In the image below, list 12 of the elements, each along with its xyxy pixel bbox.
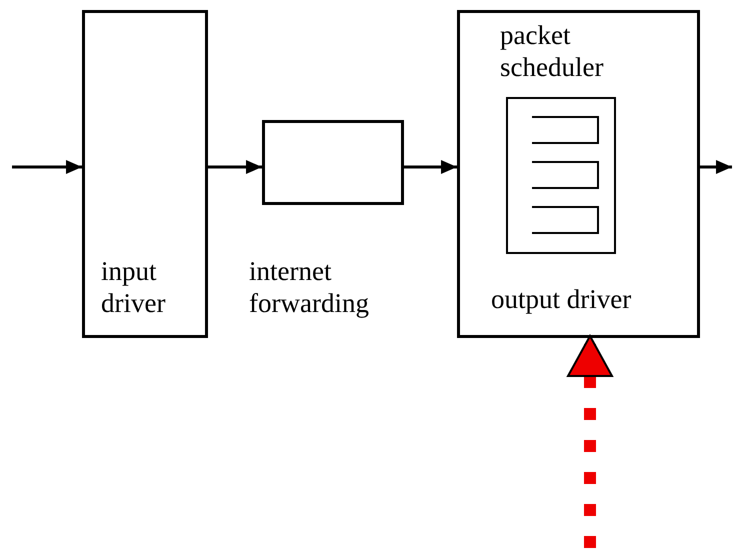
box-label: internet forwarding	[249, 255, 370, 319]
box-label: input driver	[101, 255, 166, 319]
process-box	[457, 10, 700, 338]
arrow	[700, 160, 732, 174]
box-label: output driver	[491, 283, 632, 316]
arrow	[208, 160, 262, 174]
arrow	[567, 335, 613, 548]
arrow	[404, 160, 457, 174]
box-label: packet scheduler	[500, 19, 604, 83]
process-box	[82, 10, 208, 338]
arrow	[12, 160, 82, 174]
queue-box	[506, 97, 616, 254]
